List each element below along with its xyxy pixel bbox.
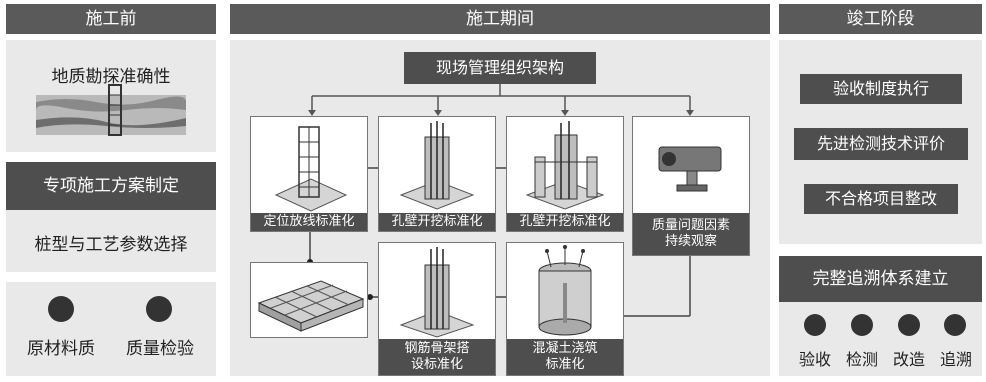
rebar-cage-illustration xyxy=(399,121,475,210)
step-positioning: 定位放线标准化 xyxy=(250,116,368,232)
after-step-rectification: 不合格项目整改 xyxy=(804,184,958,214)
step-hole-wall-2-label: 孔壁开挖标准化 xyxy=(507,213,623,231)
geology-panel: 地质勘探准确性 xyxy=(6,40,216,152)
rebar-column-illustration xyxy=(399,247,475,338)
step-concrete-pour: 混凝土浇筑 标准化 xyxy=(506,242,624,376)
step-rebar-cage-line1: 钢筋骨架搭 xyxy=(404,341,470,356)
acceptance-icon xyxy=(804,314,826,336)
header-before: 施工前 xyxy=(6,4,216,34)
trace-panel: 验收 检测 改造 追溯 xyxy=(779,302,982,376)
step-positioning-label: 定位放线标准化 xyxy=(251,213,367,231)
step-quality-observation-label: 质量问题因素 持续观察 xyxy=(633,213,749,255)
step-hole-wall-2: 孔壁开挖标准化 xyxy=(506,116,624,232)
reinforcement-mesh xyxy=(250,262,368,338)
trace-title: 完整追溯体系建立 xyxy=(779,256,982,302)
trace-label-trace: 追溯 xyxy=(939,350,972,369)
step-concrete-pour-label: 混凝土浇筑 标准化 xyxy=(507,339,623,375)
after-step-evaluation: 先进检测技术评价 xyxy=(794,128,968,160)
header-during: 施工期间 xyxy=(230,4,770,34)
step-rebar-cage-line2: 设标准化 xyxy=(410,357,463,372)
step-concrete-pour-line2: 标准化 xyxy=(545,357,585,372)
materials-panel: 原材料质 质量检验 xyxy=(6,282,216,376)
geology-illustration xyxy=(36,84,186,136)
material-label: 原材料质 xyxy=(27,339,95,359)
step-rebar-cage-label: 钢筋骨架搭 设标准化 xyxy=(379,339,495,375)
after-step-acceptance: 验收制度执行 xyxy=(800,74,962,104)
step-quality-observation: 质量问题因素 持续观察 xyxy=(632,116,750,256)
org-title: 现场管理组织架构 xyxy=(404,52,596,84)
step-rebar-cage: 钢筋骨架搭 设标准化 xyxy=(378,242,496,376)
concrete-cylinder-illustration xyxy=(538,245,592,336)
tower-illustration xyxy=(274,126,348,212)
step-quality-observation-line1: 质量问题因素 xyxy=(651,218,730,233)
trace-label-renovation: 改造 xyxy=(892,350,925,369)
step-hole-wall-1: 孔壁开挖标准化 xyxy=(378,116,496,232)
camera-icon xyxy=(658,146,722,192)
pile-text: 桩型与工艺参数选择 xyxy=(34,235,188,255)
column-frame-illustration xyxy=(525,121,605,210)
detection-icon xyxy=(851,314,873,336)
plan-title: 专项施工方案制定 xyxy=(6,162,216,210)
geology-title: 地质勘探准确性 xyxy=(51,67,171,87)
step-hole-wall-1-label: 孔壁开挖标准化 xyxy=(379,213,495,231)
renovation-icon xyxy=(898,314,920,336)
inspection-icon xyxy=(146,296,172,322)
trace-label-detection: 检测 xyxy=(845,350,878,369)
step-quality-observation-line2: 持续观察 xyxy=(664,234,717,249)
material-icon xyxy=(48,296,74,322)
trace-label-acceptance: 验收 xyxy=(798,350,831,369)
inspection-label: 质量检验 xyxy=(126,339,194,359)
header-after: 竣工阶段 xyxy=(779,4,982,34)
step-concrete-pour-line1: 混凝土浇筑 xyxy=(532,341,598,356)
trace-icon xyxy=(944,314,966,336)
mesh-illustration xyxy=(257,280,365,332)
pile-panel: 桩型与工艺参数选择 xyxy=(6,210,216,272)
